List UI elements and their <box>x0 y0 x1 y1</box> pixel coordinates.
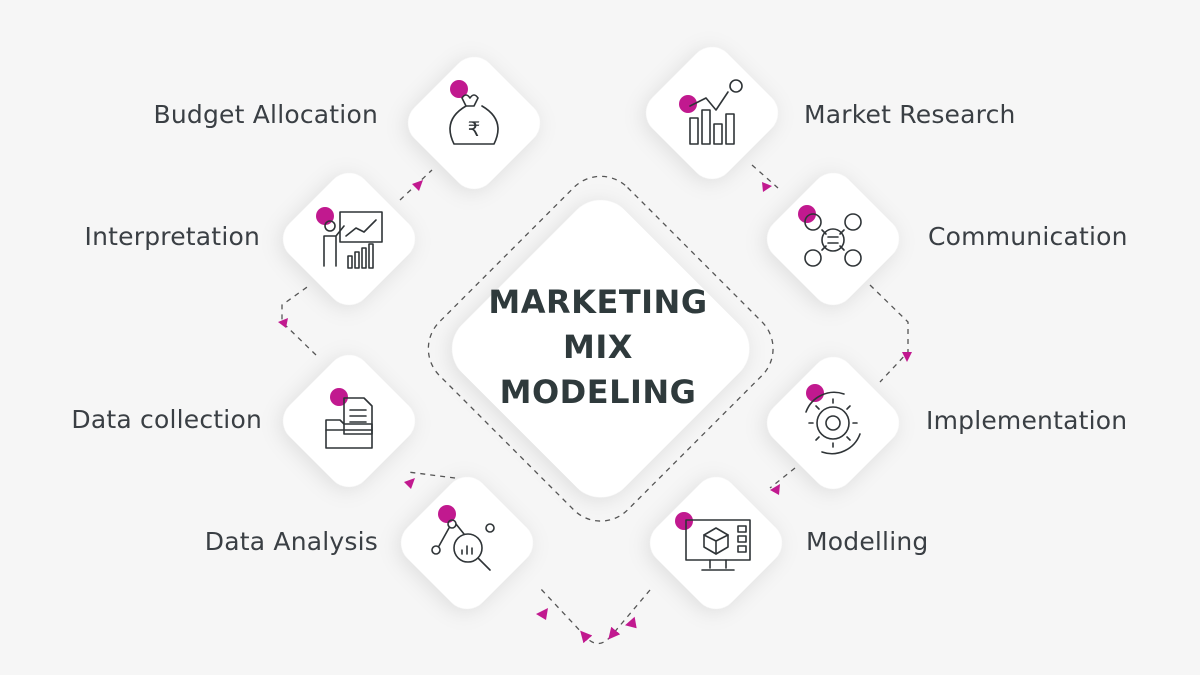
center-title: MARKETING MIX MODELING <box>448 280 748 415</box>
accent-dot <box>679 95 697 113</box>
magnifier-analysis-icon <box>431 519 495 571</box>
step-tile-modelling[interactable] <box>641 468 791 618</box>
center-diamond <box>427 175 774 522</box>
label-market-research: Market Research <box>804 100 1016 129</box>
step-tile-interpretation[interactable] <box>274 164 424 314</box>
label-data-collection: Data collection <box>71 405 262 434</box>
presenter-chart-icon <box>323 211 383 269</box>
flow-arrowheads <box>278 180 912 629</box>
accent-dot <box>330 388 348 406</box>
label-modelling: Modelling <box>806 527 929 556</box>
step-tile-data-collection[interactable] <box>274 346 424 496</box>
arrow-into-modelling <box>770 484 780 495</box>
money-bag-rupee-icon: ₹ <box>449 94 499 145</box>
step-tile-market-research[interactable] <box>637 38 787 188</box>
accent-dot <box>806 384 824 402</box>
arrow-into-implementation <box>902 352 912 362</box>
label-interpretation: Interpretation <box>84 222 260 251</box>
gear-cycle-icon <box>805 391 861 455</box>
accent-dot <box>316 207 334 225</box>
folder-document-icon <box>325 397 373 449</box>
label-budget-allocation: Budget Allocation <box>153 100 378 129</box>
svg-text:₹: ₹ <box>468 117 481 141</box>
connector-implementation-to-modelling <box>769 467 796 489</box>
arrow-from-modelling <box>625 616 637 629</box>
arrow-into-analysis <box>536 608 548 620</box>
arrow-into-budget <box>412 180 423 191</box>
arrow-into-communication <box>762 182 772 192</box>
bar-chart-growth-icon <box>689 79 743 145</box>
center-title-line-1: MARKETING <box>488 283 708 321</box>
accent-dot <box>450 80 468 98</box>
connector-analysis-to-collection <box>407 471 456 479</box>
arrow-into-collection <box>404 478 415 489</box>
step-tile-implementation[interactable] <box>758 348 908 498</box>
accent-dot <box>438 505 456 523</box>
connector-collection-to-interpretation <box>281 284 317 356</box>
label-implementation: Implementation <box>926 406 1128 435</box>
label-data-analysis: Data Analysis <box>204 527 378 556</box>
step-tile-communication[interactable] <box>758 164 908 314</box>
monitor-3d-model-icon <box>685 519 751 571</box>
connector-communication-to-implementation <box>869 284 909 383</box>
people-communication-icon <box>804 213 862 267</box>
step-tile-data-analysis[interactable] <box>392 468 542 618</box>
step-tile-budget[interactable]: ₹ <box>399 48 549 198</box>
center-title-line-3: MODELING <box>499 373 697 411</box>
connector-modelling-to-analysis <box>539 587 651 645</box>
center-title-line-2: MIX <box>563 328 633 366</box>
accent-dot <box>798 205 816 223</box>
arrow-into-interpretation <box>278 318 288 328</box>
label-communication: Communication <box>928 222 1128 251</box>
accent-dot <box>675 512 693 530</box>
